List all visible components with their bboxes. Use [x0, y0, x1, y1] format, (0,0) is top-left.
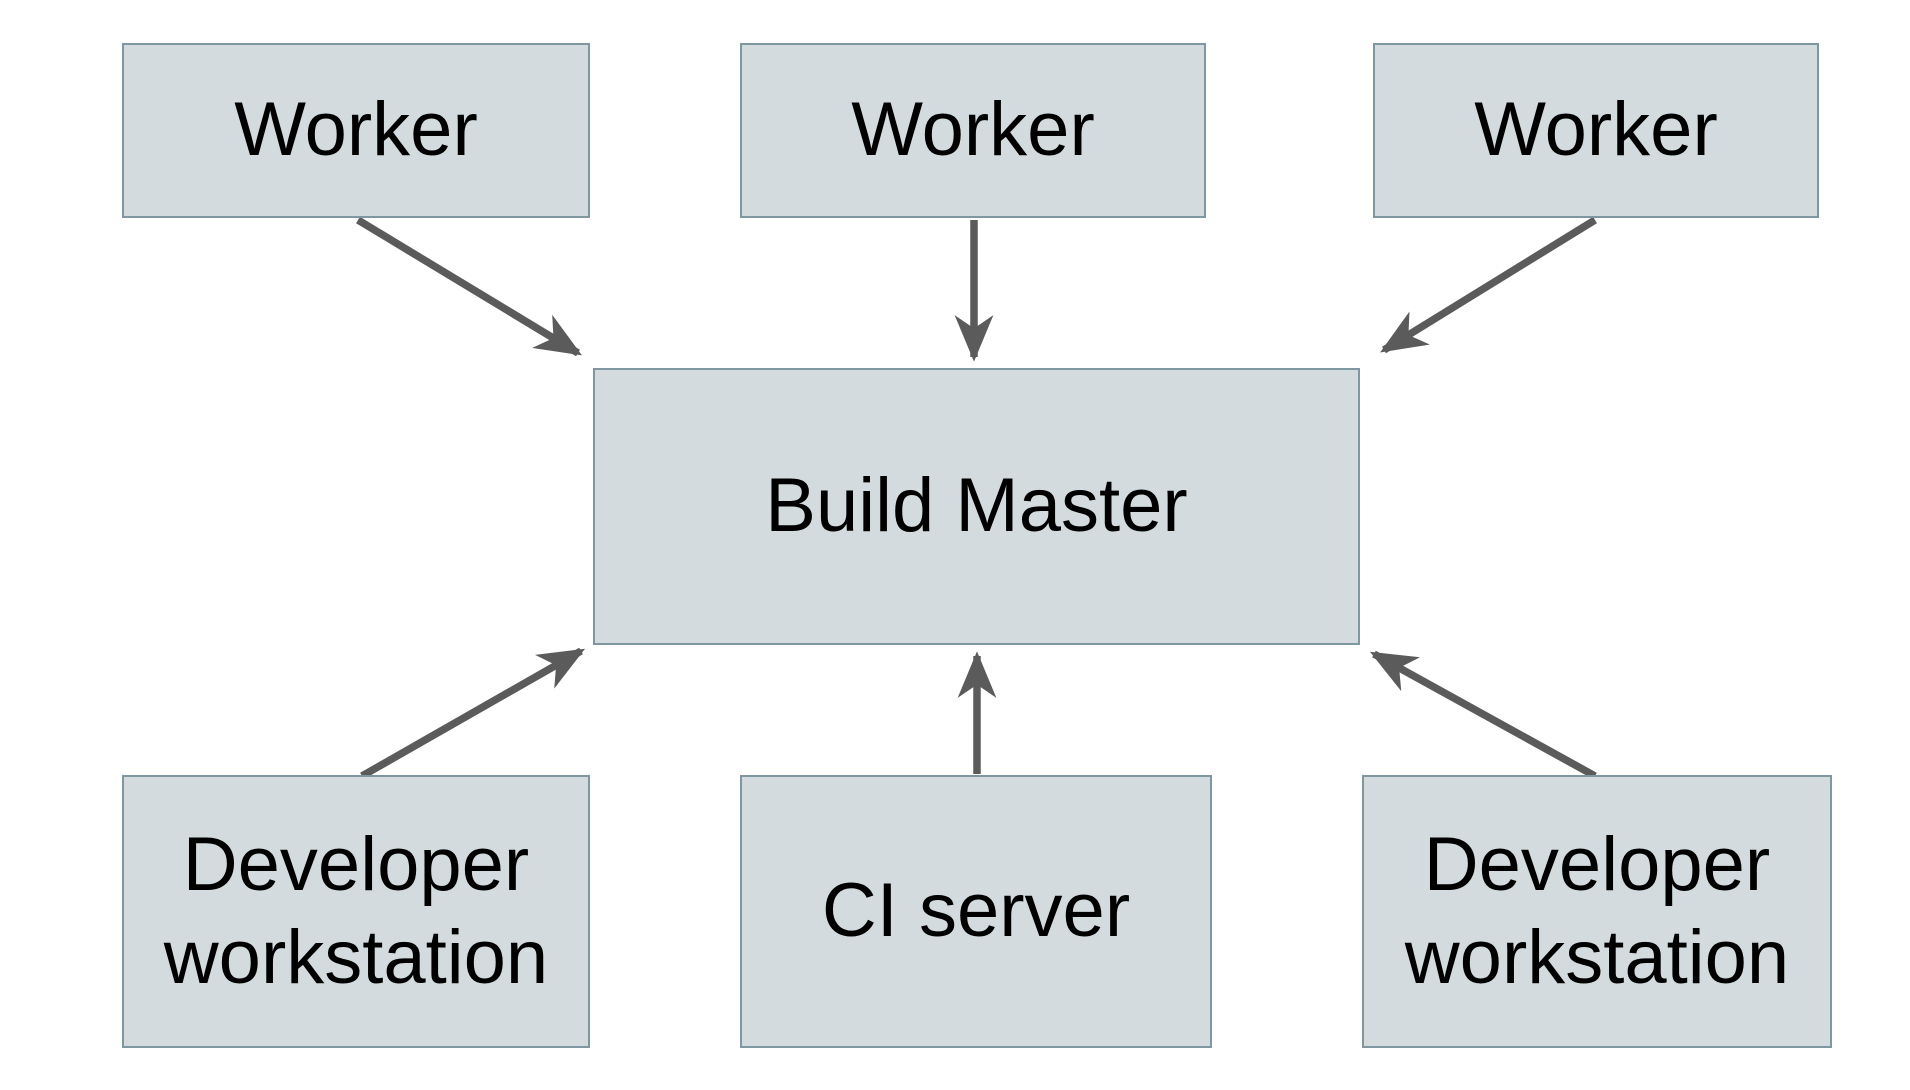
arrow-worker3-to-build-master — [1380, 216, 1597, 354]
node-worker-3-label: Worker — [1474, 87, 1718, 173]
node-worker-2-label: Worker — [851, 87, 1095, 173]
node-developer-workstation-right: Developer workstation — [1362, 775, 1832, 1048]
node-worker-1-label: Worker — [234, 87, 478, 173]
arrow-devright-to-build-master — [1369, 650, 1597, 780]
node-ci-server-label: CI server — [821, 868, 1131, 954]
node-build-master-label: Build Master — [765, 463, 1188, 549]
node-worker-3: Worker — [1373, 43, 1819, 218]
node-developer-workstation-left-label: Developer workstation — [163, 821, 549, 1000]
node-build-master: Build Master — [593, 368, 1360, 645]
node-worker-1: Worker — [122, 43, 590, 218]
node-ci-server: CI server — [740, 775, 1212, 1048]
node-developer-workstation-right-label: Developer workstation — [1404, 821, 1790, 1000]
arrow-worker1-to-build-master — [356, 216, 582, 357]
node-worker-2: Worker — [740, 43, 1206, 218]
arrow-devleft-to-build-master — [360, 647, 586, 780]
node-developer-workstation-left: Developer workstation — [122, 775, 590, 1048]
